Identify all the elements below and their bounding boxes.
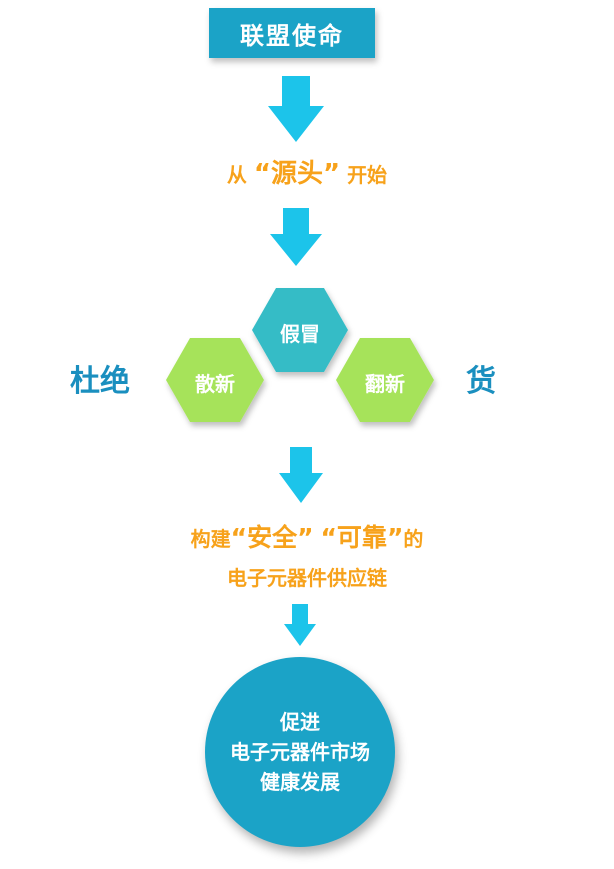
goal-line3: 健康发展 bbox=[260, 770, 340, 794]
step-source-post: 开始 bbox=[347, 163, 388, 187]
down-arrow-icon bbox=[270, 208, 322, 266]
goal-line1: 促进 bbox=[280, 710, 320, 734]
step-build-text: 构建“安全” “可靠”的 bbox=[190, 523, 424, 552]
step-build-keyword-safe: 安全 bbox=[247, 523, 298, 552]
down-arrow-icon bbox=[284, 604, 316, 646]
hexagon-left-label: 散新 bbox=[195, 372, 235, 396]
step-build-keyword-reliable: 可靠 bbox=[336, 523, 387, 552]
hexagon-left bbox=[166, 338, 264, 422]
hexagon-group bbox=[166, 288, 434, 422]
goal-line2: 电子元器件市场 bbox=[230, 740, 370, 764]
step-source-pre: 从 bbox=[226, 163, 247, 187]
left-word: 杜绝 bbox=[70, 364, 130, 399]
hexagon-right bbox=[336, 338, 434, 422]
step-source-keyword: 源头 bbox=[270, 159, 323, 189]
down-arrow-icon bbox=[268, 76, 324, 142]
mission-title: 联盟使命 bbox=[209, 8, 375, 58]
right-word: 货 bbox=[466, 364, 496, 399]
hexagon-top-label: 假冒 bbox=[280, 322, 320, 346]
down-arrow-icon bbox=[279, 447, 323, 503]
hexagon-top bbox=[252, 288, 348, 372]
step-source-text: 从 “源头” 开始 bbox=[226, 159, 388, 189]
step-build-line2: 电子元器件供应链 bbox=[227, 566, 387, 590]
goal-circle: 促进 电子元器件市场 健康发展 bbox=[205, 657, 395, 847]
hexagon-right-label: 翻新 bbox=[365, 372, 405, 396]
